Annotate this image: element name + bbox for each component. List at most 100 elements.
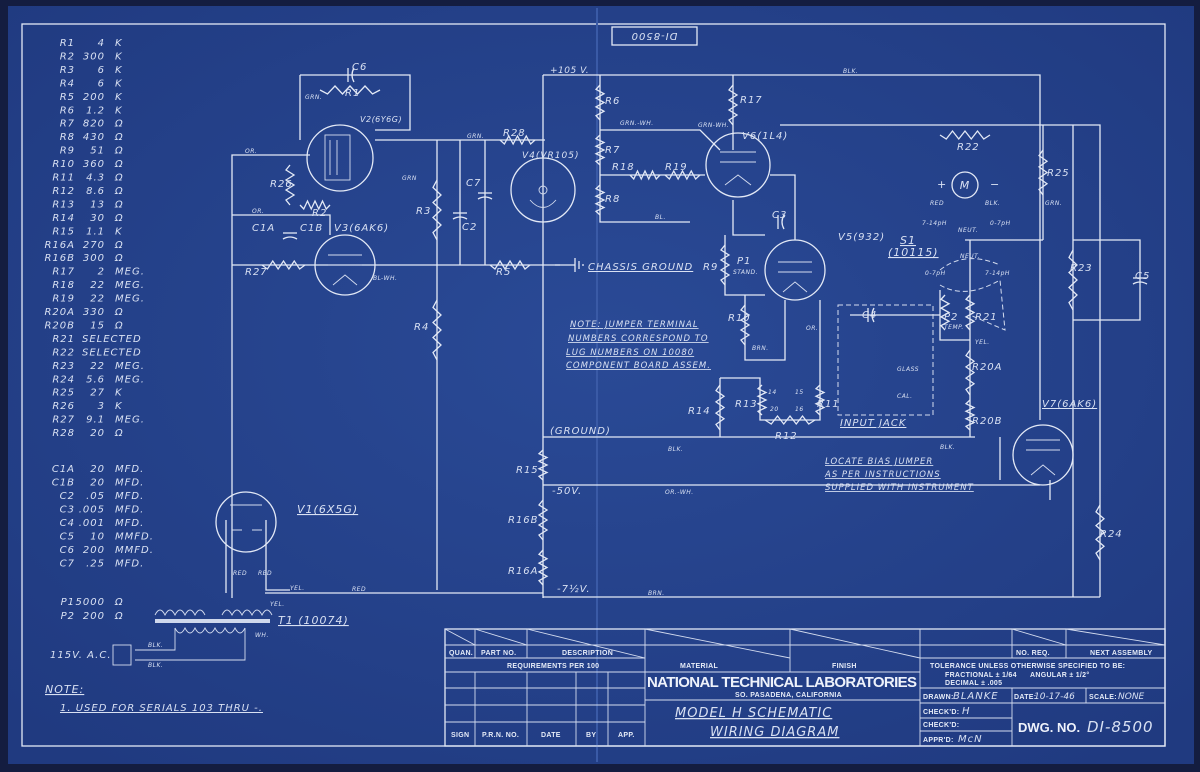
capacitor-c5 <box>1132 277 1148 285</box>
label-plus105: +105 V. <box>550 66 589 76</box>
label-r19: R19 <box>665 162 688 173</box>
label-c3: C3 <box>772 210 787 221</box>
part-unit: MMFD. <box>115 545 154 556</box>
label-blk: BLK. <box>940 444 955 451</box>
motor-label: M <box>960 179 971 192</box>
part-ref: R21 <box>52 334 75 345</box>
part-value: .001 <box>79 518 105 529</box>
label-blk: BLK. <box>985 200 1000 207</box>
tb-date-value: 10-17-46 <box>1034 692 1075 702</box>
part-ref: R26 <box>52 401 75 412</box>
part-value: .25 <box>86 559 105 570</box>
resistor-r12 <box>764 414 816 426</box>
label-brn: BRN. <box>752 345 769 352</box>
part-value: 5000 <box>76 597 105 608</box>
paper <box>8 6 1194 764</box>
label-r23: R23 <box>1070 263 1093 274</box>
part-ref: C2 <box>60 491 75 502</box>
label-yel: YEL. <box>290 585 305 592</box>
tb-scale-label: SCALE: <box>1089 694 1117 701</box>
label-grn: GRN. <box>467 133 484 140</box>
part-ref: R25 <box>52 388 75 399</box>
part-ref: R13 <box>52 199 75 210</box>
tube-v1 <box>215 491 277 553</box>
part-ref: C1A <box>52 464 75 475</box>
part-unit: Ω <box>114 428 124 439</box>
part-ref: R3 <box>60 65 75 76</box>
label-r2: R2 <box>312 208 327 219</box>
part-unit: Ω <box>114 240 124 251</box>
tb-dwg-value: DI-8500 <box>1087 718 1154 736</box>
part-unit: Ω <box>114 320 124 331</box>
part-unit: Ω <box>114 146 124 157</box>
resistor-r13 <box>756 384 768 416</box>
part-ref: R27 <box>52 415 75 426</box>
part-unit: Ω <box>114 199 124 210</box>
part-unit: MFD. <box>115 559 144 570</box>
resistor-r8 <box>594 184 606 216</box>
tb-fractional: FRACTIONAL ± 1/64 <box>945 672 1017 679</box>
resistor-r26 <box>284 164 296 206</box>
input-jack-box <box>837 304 934 416</box>
label-or: OR. <box>806 325 818 332</box>
capacitor-row: C7 .25 MFD. <box>60 559 144 570</box>
label-r27: R27 <box>245 267 268 278</box>
resistor-r25 <box>1037 149 1049 196</box>
part-ref: R16A <box>44 240 75 251</box>
label-v6: V6(1L4) <box>742 131 788 142</box>
label-r8: R8 <box>605 194 620 205</box>
transformer-t1 <box>112 609 273 666</box>
potentiometer-p2 <box>939 294 951 331</box>
part-value: .05 <box>86 491 105 502</box>
stamp-number-text: DI-8500 <box>631 30 678 41</box>
label-v2: V2(6Y6G) <box>360 115 402 124</box>
resistor-r24 <box>1095 504 1105 561</box>
tb-checked-label: CHECK'D: <box>923 722 959 729</box>
part-ref: R28 <box>52 428 75 439</box>
tb-decimal: DECIMAL ± .005 <box>945 680 1002 687</box>
part-value: 27 <box>90 388 105 399</box>
part-ref: C7 <box>60 559 75 570</box>
label-plus: + <box>937 178 947 191</box>
part-value: 200 <box>83 545 105 556</box>
tb-by: BY <box>586 732 596 739</box>
part-ref: R6 <box>60 105 75 116</box>
label-r16a: R16A <box>508 566 539 577</box>
capacitor-c4 <box>867 307 875 323</box>
part-ref: R9 <box>60 146 75 157</box>
part-unit: K <box>115 38 123 49</box>
label-red: RED <box>233 570 247 577</box>
meter-motor <box>951 171 979 199</box>
capacitor-c7 <box>477 192 493 200</box>
tb-tolerance: TOLERANCE UNLESS OTHERWISE SPECIFIED TO … <box>930 663 1125 670</box>
tube-v3 <box>314 234 376 296</box>
part-unit: MEG. <box>115 374 145 385</box>
part-unit: MFD. <box>115 491 144 502</box>
tb-angular: ANGULAR ± 1/2° <box>1030 671 1089 679</box>
resistor-r16b <box>537 499 549 541</box>
resistor-r18 <box>629 169 661 181</box>
label-yel: YEL. <box>975 339 990 346</box>
label-p1: P1 <box>737 256 751 267</box>
label-r11: R11 <box>817 399 840 410</box>
part-ref: R24 <box>52 374 75 385</box>
resistor-r20b <box>964 399 976 431</box>
resistor-r1 <box>319 85 381 95</box>
part-unit: Ω <box>114 611 124 622</box>
part-unit: K <box>115 51 123 62</box>
label-or-wh: OR.-WH. <box>665 489 694 496</box>
part-unit: MEG. <box>115 415 145 426</box>
resistor-r28 <box>499 134 536 146</box>
label-bl-wh: BL-WH. <box>373 275 397 282</box>
part-ref: R17 <box>52 267 75 278</box>
label-r14: R14 <box>688 406 711 417</box>
